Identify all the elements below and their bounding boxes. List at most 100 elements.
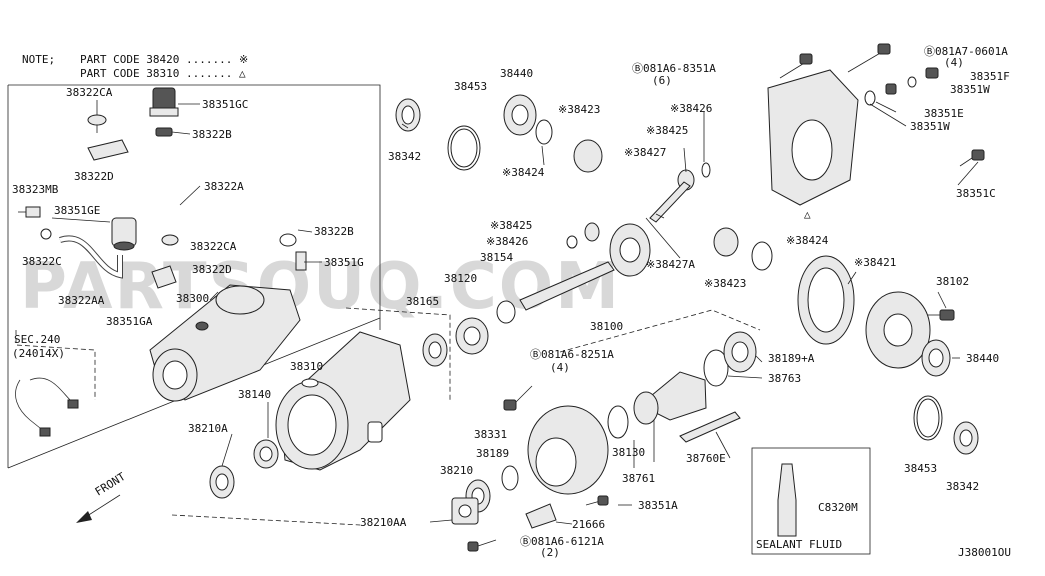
label-081A7-0601A[interactable]: Ⓑ081A7-0601A [924,45,1008,58]
diff-case-38421[interactable] [865,291,931,369]
carrier-38310[interactable] [275,331,411,471]
label-38165[interactable]: 38165 [406,295,439,308]
label-38426-b[interactable]: ※38426 [486,235,528,248]
washer-38424-b[interactable] [751,241,773,271]
label-38100[interactable]: 38100 [590,320,623,333]
label-38154[interactable]: 38154 [480,251,513,264]
label-38189A[interactable]: 38189+A [768,352,815,365]
label-38425-b[interactable]: ※38425 [490,219,532,232]
label-21666[interactable]: 21666 [572,518,605,531]
label-38322CA[interactable]: 38322CA [66,86,113,99]
label-38421[interactable]: ※38421 [854,256,896,269]
label-38331[interactable]: 38331 [474,428,507,441]
label-38440-b[interactable]: 38440 [966,352,999,365]
plug-38351F[interactable] [925,67,939,79]
label-38322B-b[interactable]: 38322B [314,225,354,238]
label-38323MB[interactable]: 38323MB [12,183,59,196]
label-38351W[interactable]: 38351W [950,83,990,96]
differential-assembly-38300[interactable] [149,284,301,402]
label-38351E[interactable]: 38351E [924,107,964,120]
label-38322D-b[interactable]: 38322D [192,263,232,276]
oil-seal-38342[interactable] [395,98,421,132]
bolt-081A6-8251A[interactable] [503,385,533,411]
bolt-081A6-6121A[interactable] [467,539,497,552]
label-sec240[interactable]: SEC.240 [14,333,60,346]
label-38210AA[interactable]: 38210AA [360,516,407,529]
label-38322AA[interactable]: 38322AA [58,294,105,307]
label-38322C[interactable]: 38322C [22,255,62,268]
side-shaft-38761[interactable] [633,371,707,425]
label-38453[interactable]: 38453 [454,80,487,93]
oil-seal-38342-b[interactable] [953,421,979,455]
label-38427A[interactable]: ※38427A [646,258,695,271]
bracket-21666[interactable] [525,503,557,529]
label-38210[interactable]: 38210 [440,464,473,477]
clamp-38322B-b[interactable] [279,233,297,247]
washer-38154[interactable] [496,300,516,324]
label-38300[interactable]: 38300 [176,292,209,305]
label-081A6-8251A[interactable]: Ⓑ081A6-8251A [530,348,614,361]
bracket-38322D-b[interactable] [151,265,177,289]
label-38210A[interactable]: 38210A [188,422,228,435]
o-ring-38453[interactable] [447,125,481,171]
washer-38426-b[interactable] [566,235,578,249]
spacer-38130[interactable] [607,405,629,439]
drive-pinion-38100[interactable] [519,223,651,311]
rear-cover[interactable] [767,69,859,206]
label-38423-b[interactable]: ※38423 [704,277,746,290]
bearing-38140[interactable] [253,439,279,469]
label-38761[interactable]: 38761 [622,472,655,485]
label-38425[interactable]: ※38425 [646,124,688,137]
label-38322B[interactable]: 38322B [192,128,232,141]
label-38342-b[interactable]: 38342 [946,480,979,493]
label-C8320M[interactable]: C8320M [818,501,858,514]
bracket-38322D[interactable] [87,139,129,161]
sensor-38760E[interactable] [679,411,741,443]
pinion-gear-38425-b[interactable] [584,222,600,242]
label-38102[interactable]: 38102 [936,275,969,288]
lock-pin-38427A[interactable] [655,213,665,219]
hose-38322A[interactable] [158,142,281,240]
label-38453-b[interactable]: 38453 [904,462,937,475]
flange-38210AA[interactable] [451,497,479,525]
clip-38322CA[interactable] [87,114,107,133]
side-retainer-38331[interactable] [527,405,609,495]
bolt-38351C[interactable] [959,149,985,167]
label-38351A[interactable]: 38351A [638,499,678,512]
label-38351GA[interactable]: 38351GA [106,315,153,328]
label-38351W-b[interactable]: 38351W [910,120,950,133]
bolt-38102[interactable] [928,309,955,321]
label-38426[interactable]: ※38426 [670,102,712,115]
label-38351GC[interactable]: 38351GC [202,98,248,111]
label-38322A[interactable]: 38322A [204,180,244,193]
bearing-38440[interactable] [503,94,537,136]
plug-38351E[interactable] [885,83,897,95]
washer-38351W-b[interactable] [864,90,876,106]
actuator-38351GC[interactable] [149,87,179,117]
label-38351C[interactable]: 38351C [956,187,996,200]
label-38760E[interactable]: 38760E [686,452,726,465]
clamp-38322B[interactable] [155,127,173,137]
side-gear-38423[interactable] [573,139,603,173]
label-081A6-6121A[interactable]: Ⓑ081A6-6121A [520,535,604,548]
label-38351GE[interactable]: 38351GE [54,204,100,217]
label-081A6-8351A[interactable]: Ⓑ081A6-8351A [632,62,716,75]
pinion-shaft-38427[interactable] [649,181,691,223]
fitting-38351G[interactable] [295,251,307,271]
label-38424[interactable]: ※38424 [502,166,545,179]
label-38342[interactable]: 38342 [388,150,421,163]
label-38440[interactable]: 38440 [500,67,533,80]
label-38351G[interactable]: 38351G [324,256,364,269]
hose-38322AA[interactable] [59,235,123,279]
label-38310[interactable]: 38310 [290,360,323,373]
clip-38322CA-b[interactable] [161,234,179,246]
label-38140[interactable]: 38140 [238,388,271,401]
label-38423[interactable]: ※38423 [558,103,600,116]
oil-seal-38210A[interactable] [209,465,235,499]
bolt-081A6-8351A[interactable] [779,53,813,79]
bearing-38120[interactable] [455,317,489,355]
o-ring-38189[interactable] [501,465,519,491]
label-38424-b[interactable]: ※38424 [786,234,829,247]
ring-gear-38421[interactable] [797,255,855,345]
label-38427[interactable]: ※38427 [624,146,666,159]
